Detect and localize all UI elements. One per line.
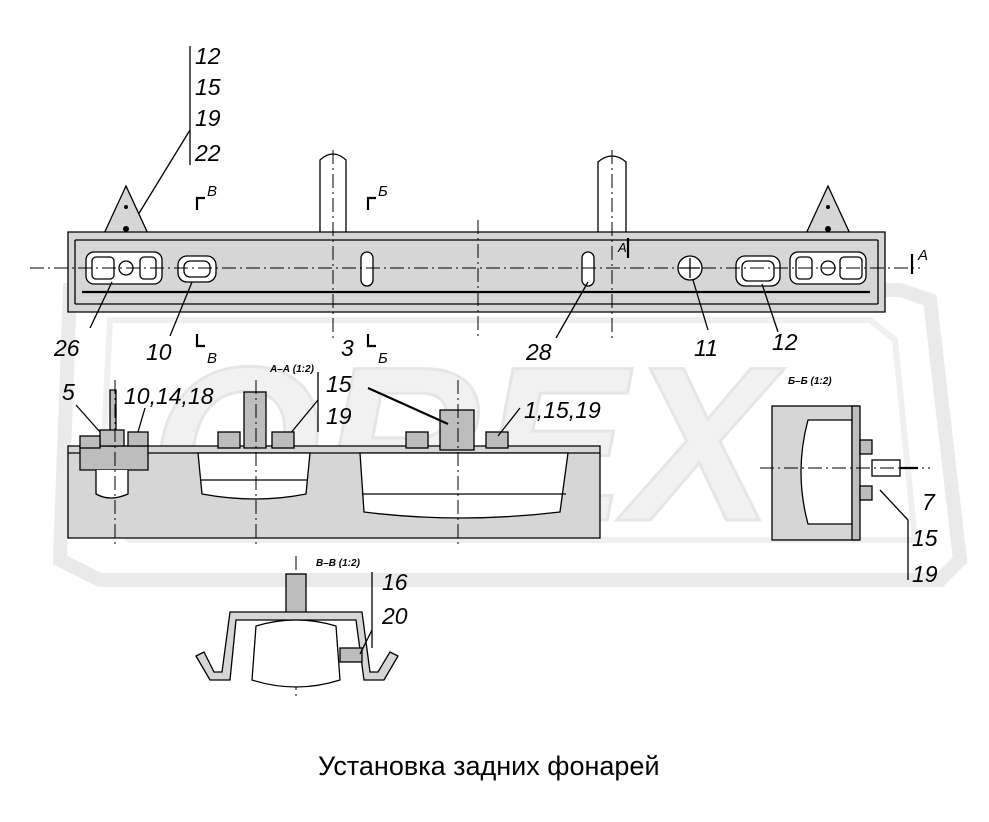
- callout-11: 11: [694, 335, 718, 361]
- callout-15-bb: 15: [912, 525, 938, 551]
- section-b-b: Б–Б (1:2) 7 15 19: [760, 376, 938, 587]
- callout-3: 3: [341, 335, 354, 361]
- callout-16: 16: [382, 569, 408, 595]
- section-bb-title: Б–Б (1:2): [788, 376, 832, 387]
- callout-19-bb: 19: [912, 561, 938, 587]
- section-v-v: В–В (1:2) 16 20: [195, 556, 408, 700]
- mark-b-top: Б: [378, 183, 388, 200]
- top-callout-stack: 12 15 19 22: [129, 43, 221, 229]
- section-a-a: А–А (1:2) 15 19 5: [62, 364, 601, 548]
- figure-caption: Установка задних фонарей: [318, 751, 660, 781]
- callout-12: 12: [772, 329, 798, 355]
- callout-28: 28: [525, 339, 552, 365]
- callout-19-top: 19: [195, 105, 221, 131]
- mark-a-right: А: [917, 247, 928, 264]
- mark-b-bottom: Б: [378, 350, 388, 367]
- section-marks: В Б В Б А А: [195, 183, 928, 367]
- beam-callouts: 26 10 3 28 11 12: [53, 279, 798, 365]
- callout-15-aa: 15: [326, 371, 352, 397]
- callout-20: 20: [381, 603, 408, 629]
- callout-22-top: 22: [194, 140, 221, 166]
- callout-26: 26: [53, 335, 80, 361]
- rear-beam: [30, 150, 920, 340]
- mark-v-top: В: [207, 183, 217, 200]
- mark-v-bottom: В: [207, 350, 217, 367]
- callout-1-15-19: 1,15,19: [524, 397, 601, 423]
- callout-5: 5: [62, 379, 75, 405]
- callout-10: 10: [146, 339, 172, 365]
- callout-12-top: 12: [195, 43, 221, 69]
- callout-15-top: 15: [195, 74, 221, 100]
- callout-7: 7: [922, 489, 936, 515]
- callout-19-aa: 19: [326, 403, 352, 429]
- section-aa-title: А–А (1:2): [269, 364, 315, 375]
- callout-10-14-18: 10,14,18: [124, 383, 214, 409]
- mark-a-left: А: [617, 240, 627, 255]
- section-vv-title: В–В (1:2): [316, 558, 361, 569]
